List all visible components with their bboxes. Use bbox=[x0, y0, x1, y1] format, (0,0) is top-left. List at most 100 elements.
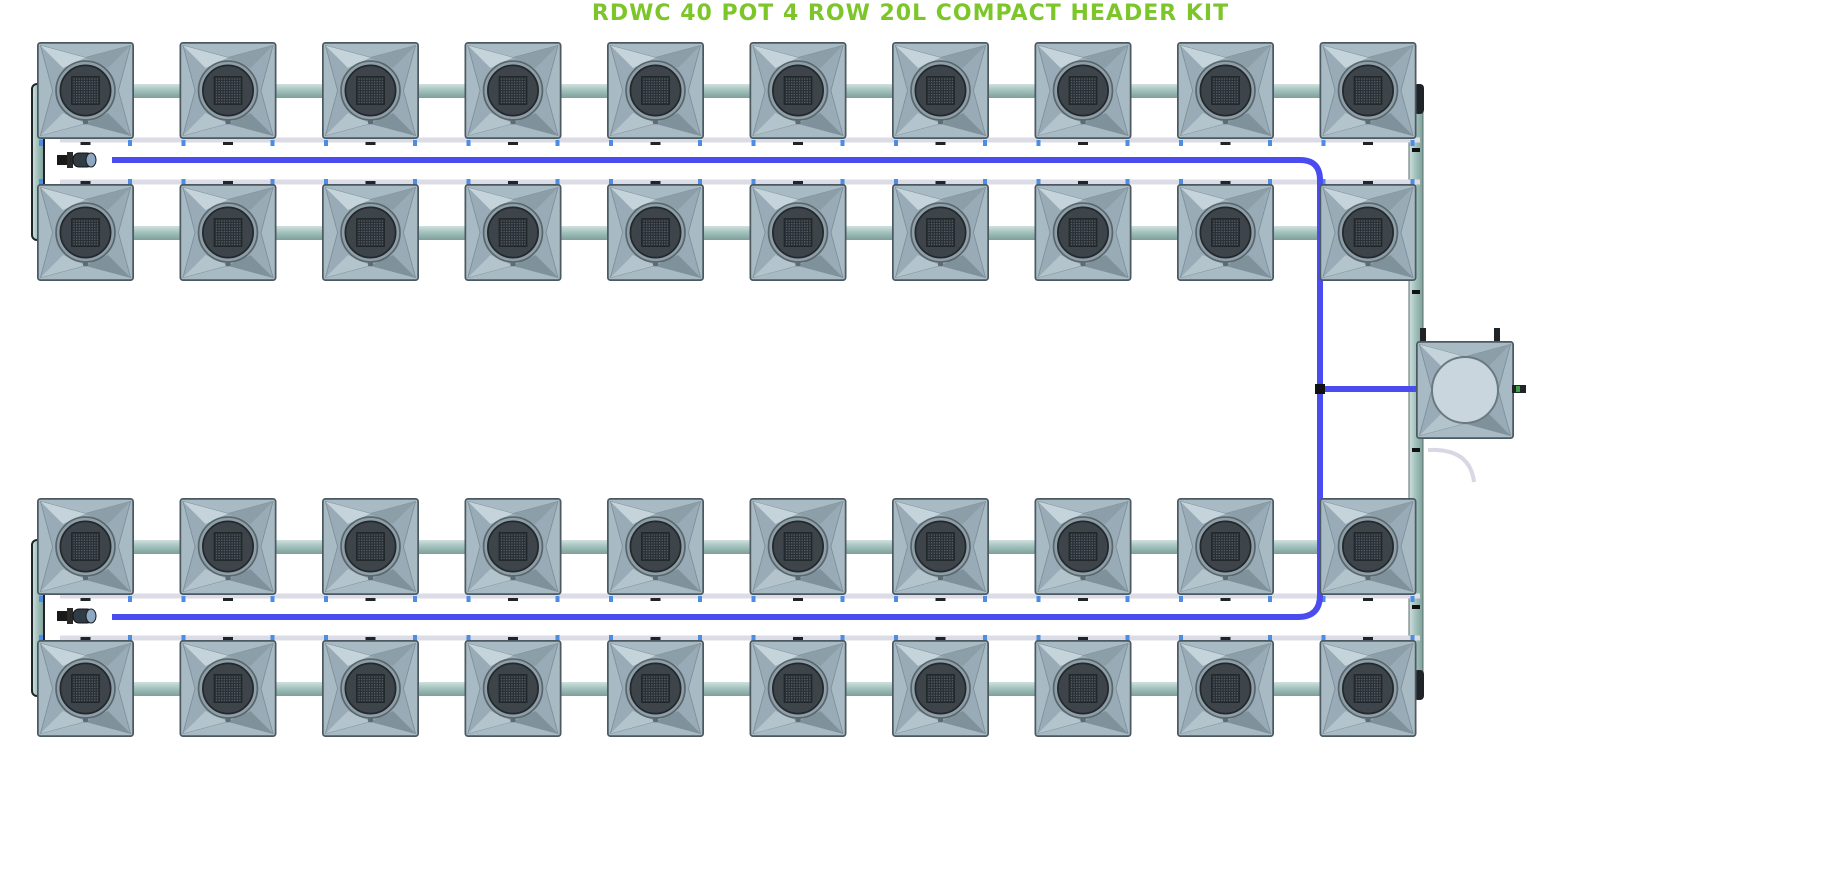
feed-fitting-r1-2-1 bbox=[181, 140, 186, 146]
feed-fitting-r4-10-1 bbox=[1321, 635, 1326, 641]
line-clip-r1-10 bbox=[1363, 142, 1373, 145]
pot-row3-2 bbox=[179, 498, 277, 595]
drain-coupler-bottom bbox=[55, 606, 98, 626]
line-clip-r4-6 bbox=[793, 637, 803, 640]
pot-row2-3 bbox=[322, 184, 419, 281]
feed-fitting-r4-8-1 bbox=[1036, 635, 1041, 641]
diagram-title: RDWC 40 POT 4 ROW 20L COMPACT HEADER KIT bbox=[591, 1, 1230, 26]
drain-coupler-top bbox=[55, 150, 98, 170]
feed-fitting-r2-2-2 bbox=[270, 179, 275, 185]
feed-fitting-r3-6-2 bbox=[840, 596, 845, 602]
pot-row3-9 bbox=[1177, 498, 1274, 595]
feed-fitting-r2-9-2 bbox=[1268, 179, 1272, 185]
line-clip-r2-2 bbox=[223, 181, 233, 184]
pot-row1-3 bbox=[322, 42, 419, 139]
line-clip-r1-3 bbox=[365, 142, 376, 145]
line-clip-r3-3 bbox=[365, 598, 376, 601]
pot-row1-4 bbox=[464, 42, 562, 139]
pot-row1-2 bbox=[179, 42, 277, 139]
feed-fitting-r4-5-2 bbox=[698, 635, 702, 641]
feed-fitting-r4-5-1 bbox=[609, 635, 613, 641]
line-clip-r1-7 bbox=[935, 142, 946, 145]
line-clip-r4-8 bbox=[1078, 637, 1088, 640]
pot-row2-7 bbox=[892, 184, 989, 281]
feed-fitting-r4-3-1 bbox=[324, 635, 328, 641]
feed-fitting-r4-4-2 bbox=[555, 635, 560, 641]
line-clip-r2-6 bbox=[793, 181, 803, 184]
pot-row4-3 bbox=[322, 640, 419, 737]
pot-row4-10 bbox=[1319, 640, 1417, 737]
feed-fitting-r1-9-2 bbox=[1268, 140, 1272, 146]
pot-row3-3 bbox=[322, 498, 419, 595]
line-clip-r3-6 bbox=[793, 598, 803, 601]
pot-row3-8 bbox=[1034, 498, 1132, 595]
pot-row2-1 bbox=[37, 184, 134, 281]
pot-row3-10 bbox=[1319, 498, 1417, 595]
feed-fitting-r4-7-2 bbox=[983, 635, 987, 641]
pot-row2-10 bbox=[1319, 184, 1417, 281]
line-clip-r3-10 bbox=[1363, 598, 1373, 601]
line-clip-r2-10 bbox=[1363, 181, 1373, 184]
pot-row4-7 bbox=[892, 640, 989, 737]
feed-fitting-r4-9-1 bbox=[1179, 635, 1183, 641]
line-clip-r3-2 bbox=[223, 598, 233, 601]
feed-fitting-r3-9-1 bbox=[1179, 596, 1183, 602]
feed-fitting-r1-6-2 bbox=[840, 140, 845, 146]
feed-fitting-r4-8-2 bbox=[1125, 635, 1130, 641]
feed-fitting-r3-3-2 bbox=[413, 596, 417, 602]
row-pipes bbox=[40, 84, 1420, 696]
feed-fitting-r1-8-2 bbox=[1125, 140, 1130, 146]
feed-fitting-r1-7-1 bbox=[894, 140, 898, 146]
feed-fitting-r4-2-1 bbox=[181, 635, 186, 641]
line-clip-r1-9 bbox=[1220, 142, 1231, 145]
feed-lines bbox=[60, 137, 1420, 641]
line-clip-r4-3 bbox=[365, 637, 376, 640]
feed-fitting-r1-3-1 bbox=[324, 140, 328, 146]
line-clip-r4-4 bbox=[508, 637, 518, 640]
feed-fitting-r3-3-1 bbox=[324, 596, 328, 602]
line-clip-r4-10 bbox=[1363, 637, 1373, 640]
feed-fitting-r2-7-2 bbox=[983, 179, 987, 185]
pot-row2-4 bbox=[464, 184, 562, 281]
feed-fitting-r2-7-1 bbox=[894, 179, 898, 185]
feed-fitting-r4-2-2 bbox=[270, 635, 275, 641]
feed-fitting-r2-6-2 bbox=[840, 179, 845, 185]
feed-fitting-r4-9-2 bbox=[1268, 635, 1272, 641]
line-clip-r4-7 bbox=[935, 637, 946, 640]
line-clip-r2-7 bbox=[935, 181, 946, 184]
pot-row3-7 bbox=[892, 498, 989, 595]
line-clip-r1-1 bbox=[80, 142, 91, 145]
feed-fitting-r1-7-2 bbox=[983, 140, 987, 146]
overflow-line bbox=[1427, 447, 1476, 483]
feed-fitting-r2-8-1 bbox=[1036, 179, 1041, 185]
feed-fitting-r1-10-2 bbox=[1410, 140, 1415, 146]
line-clip-r2-8 bbox=[1078, 181, 1088, 184]
end-manifolds bbox=[31, 83, 45, 697]
line-clip-r3-5 bbox=[650, 598, 661, 601]
feed-fitting-r4-6-2 bbox=[840, 635, 845, 641]
feed-fitting-r1-5-2 bbox=[698, 140, 702, 146]
pot-row3-6 bbox=[749, 498, 847, 595]
feed-fitting-r1-1-2 bbox=[128, 140, 132, 146]
feed-fitting-r4-6-1 bbox=[751, 635, 756, 641]
feed-fitting-r1-8-1 bbox=[1036, 140, 1041, 146]
feed-fitting-r3-10-2 bbox=[1410, 596, 1415, 602]
feed-fitting-r4-1-1 bbox=[39, 635, 43, 641]
pot-row1-9 bbox=[1177, 42, 1274, 139]
feed-fitting-r4-3-2 bbox=[413, 635, 417, 641]
pot-row3-5 bbox=[607, 498, 704, 595]
pot-row2-5 bbox=[607, 184, 704, 281]
pot-row1-6 bbox=[749, 42, 847, 139]
line-clip-r3-4 bbox=[508, 598, 518, 601]
feed-fitting-r4-10-2 bbox=[1410, 635, 1415, 641]
feed-fitting-r1-6-1 bbox=[751, 140, 756, 146]
feed-fitting-r1-1-1 bbox=[39, 140, 43, 146]
line-clip-r2-3 bbox=[365, 181, 376, 184]
line-clip-r3-1 bbox=[80, 598, 91, 601]
line-clip-r1-6 bbox=[793, 142, 803, 145]
pot-row2-9 bbox=[1177, 184, 1274, 281]
line-clip-r3-9 bbox=[1220, 598, 1231, 601]
pot-row4-9 bbox=[1177, 640, 1274, 737]
feed-fitting-r2-10-2 bbox=[1410, 179, 1415, 185]
